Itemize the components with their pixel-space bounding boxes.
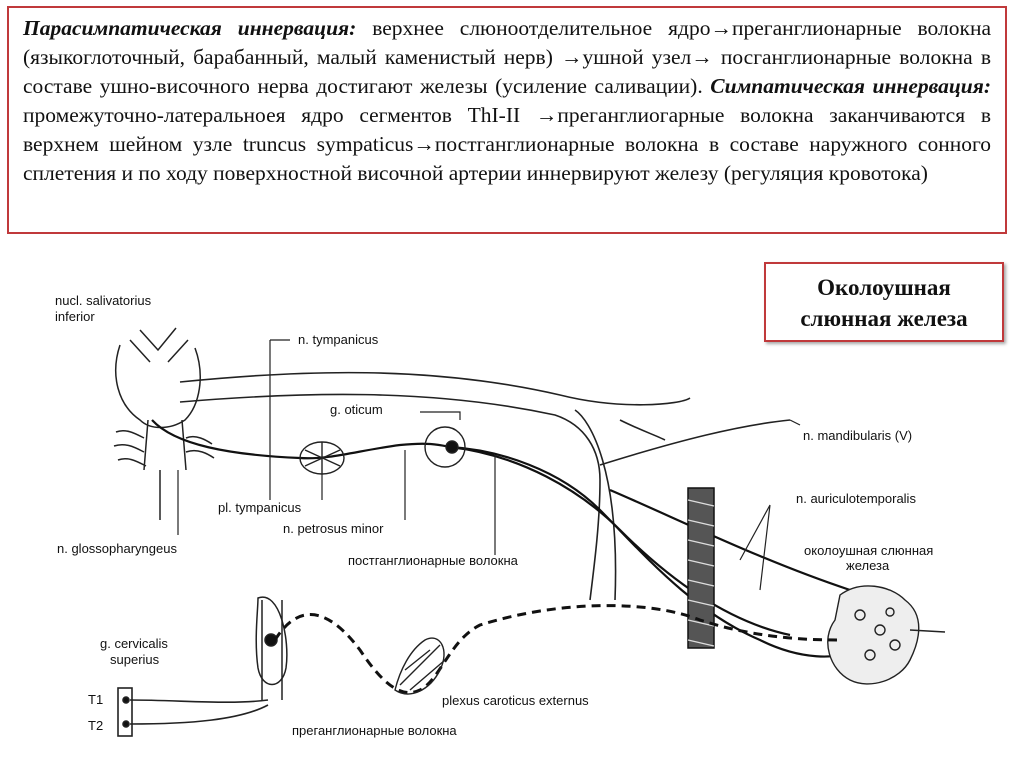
sympathetic-heading: Симпатическая иннервация: <box>710 74 991 98</box>
label-gland-ru-2: железа <box>846 558 890 573</box>
label-g-oticum: g. oticum <box>330 402 383 417</box>
label-t1: T1 <box>88 692 103 707</box>
description-text-box: Парасимпатическая иннервация: верхнее сл… <box>7 6 1007 234</box>
external-carotid-plexus <box>394 637 446 695</box>
parasympathetic-heading: Парасимпатическая иннервация: <box>23 16 357 40</box>
gland-title-line1: Околоушная <box>817 275 951 300</box>
label-plexus-caroticus: plexus caroticus externus <box>442 693 589 708</box>
brainstem-drawing <box>113 327 215 520</box>
label-t2: T2 <box>88 718 103 733</box>
carotid-artery <box>687 487 715 649</box>
label-pl-tympanicus: pl. tympanicus <box>218 500 302 515</box>
label-preganglionic-fibers: преганглионарные волокна <box>292 723 457 738</box>
superior-cervical-ganglion <box>255 596 288 700</box>
postganglionic-sympathetic-line <box>273 604 841 695</box>
label-postganglionic-fibers: постганглионарные волокна <box>348 553 519 568</box>
label-leader-lines <box>177 339 801 591</box>
label-n-mandibularis: n. mandibularis (V) <box>803 428 912 443</box>
sympathetic-text: промежуточно-латеральноея ядро сегментов… <box>23 103 991 185</box>
parasympathetic-text: верхнее слюноотделительное ядро→прегангл… <box>23 16 991 98</box>
label-inferior: inferior <box>55 309 95 324</box>
mandibular-nerve-trunk <box>179 371 791 601</box>
label-n-petrosus-minor: n. petrosus minor <box>283 521 384 536</box>
thoracic-segments <box>117 687 269 737</box>
otic-ganglion <box>424 426 466 468</box>
label-n-tympanicus: n. tympanicus <box>298 332 379 347</box>
label-superius: superius <box>110 652 160 667</box>
label-n-glossopharyngeus: n. glossopharyngeus <box>57 541 177 556</box>
gland-title-line2: слюнная железа <box>800 306 968 331</box>
parotid-gland-title-box: Околоушная слюнная железа <box>764 262 1004 342</box>
parotid-gland-drawing <box>827 585 946 685</box>
label-g-cervicalis: g. cervicalis <box>100 636 168 651</box>
label-n-auriculotemporalis: n. auriculotemporalis <box>796 491 916 506</box>
label-gland-ru-1: околоушная слюнная <box>804 543 933 558</box>
label-nucl-salivatorius: nucl. salivatorius <box>55 293 152 308</box>
